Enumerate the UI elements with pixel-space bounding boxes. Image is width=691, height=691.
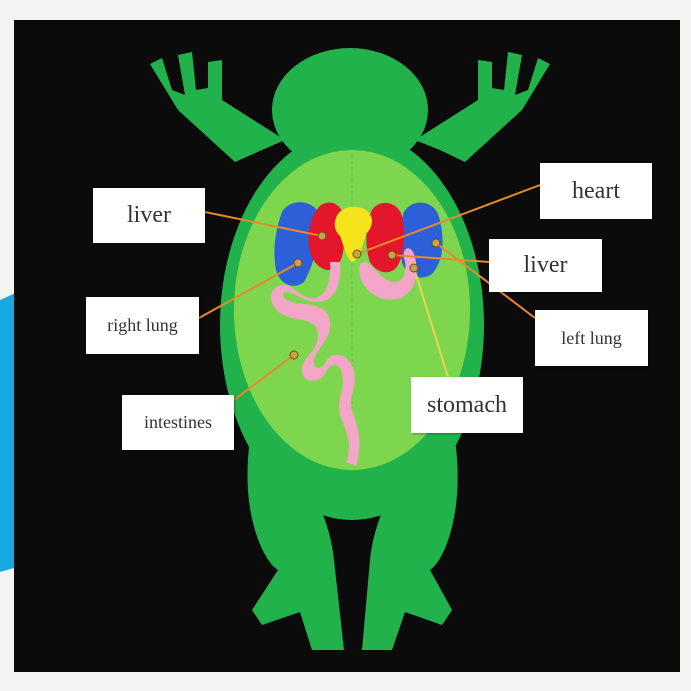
label-left-lung: left lung	[535, 310, 648, 366]
pin	[290, 351, 298, 359]
pin	[388, 251, 396, 259]
label-heart: heart	[540, 163, 652, 219]
label-liver-left: liver	[93, 188, 205, 243]
pin	[410, 264, 418, 272]
label-stomach: stomach	[411, 377, 523, 433]
pin	[294, 259, 302, 267]
pin	[318, 232, 326, 240]
label-liver-right: liver	[489, 239, 602, 292]
pin	[432, 239, 440, 247]
label-right-lung: right lung	[86, 297, 199, 354]
label-intestines: intestines	[122, 395, 234, 450]
pin	[353, 250, 361, 258]
